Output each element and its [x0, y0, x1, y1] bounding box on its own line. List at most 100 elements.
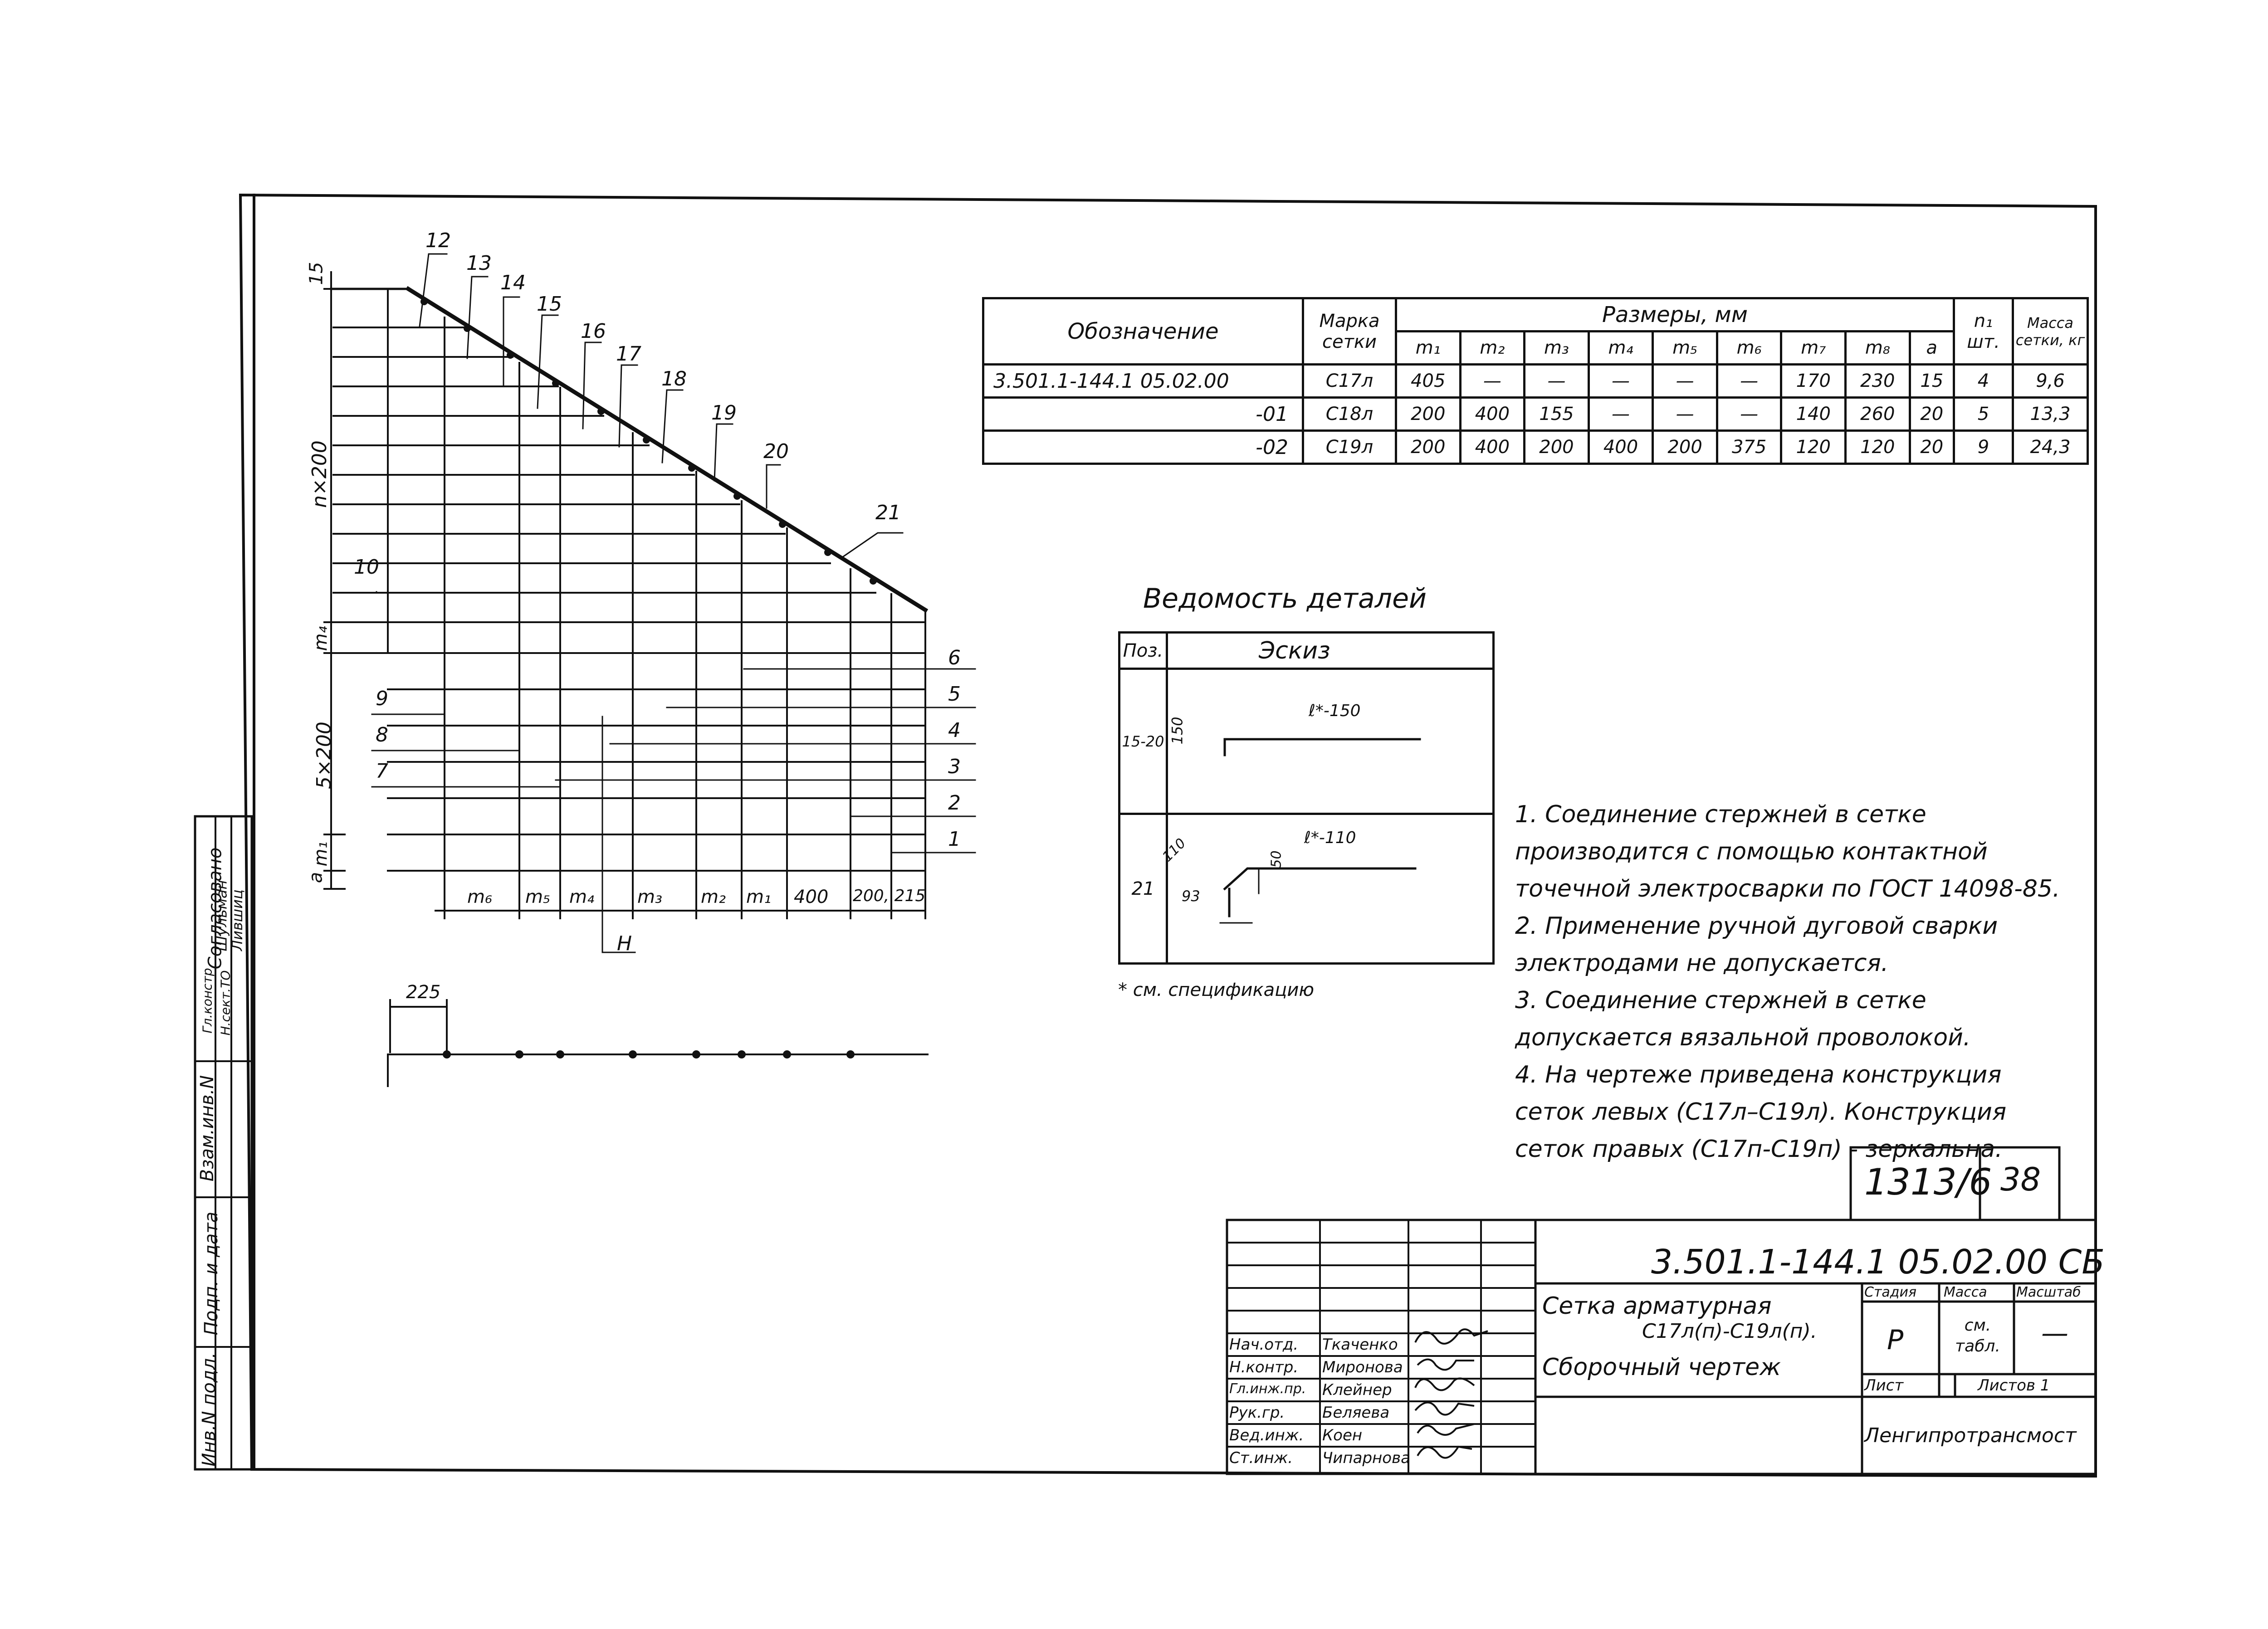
- sub-header: m₂: [1459, 330, 1526, 366]
- dim-length: ℓ*-110: [1304, 829, 1356, 847]
- side-label: Инв.N подл.: [198, 1352, 220, 1467]
- weld-dots: [420, 298, 877, 1058]
- staff-name: Беляева: [1322, 1404, 1390, 1422]
- pos-label: 17: [616, 342, 641, 366]
- pos-label: 15: [537, 293, 562, 316]
- bottom-dim: m₂: [701, 887, 726, 907]
- note-line: допускается вязальной проволокой.: [1515, 1024, 1971, 1051]
- bottom-dim: m₃: [637, 887, 662, 907]
- approval-name: Шульман: [213, 880, 230, 951]
- scale-value: —: [2041, 1317, 2068, 1349]
- dim-m4: m₄: [310, 626, 332, 651]
- detail-sketch: 150 ℓ*-150: [1166, 668, 1495, 815]
- col-n: n₁ шт.: [1953, 297, 2014, 366]
- bottom-dim: m₄: [569, 887, 594, 907]
- pos-label: 20: [763, 440, 789, 463]
- sub-header: m₆: [1716, 330, 1783, 366]
- title-line: С17л(п)-С19л(п).: [1642, 1320, 1817, 1343]
- col-mass: Масса: [1944, 1284, 1987, 1300]
- sub-header: m₈: [1844, 330, 1911, 366]
- dim-5x200: 5×200: [312, 722, 336, 789]
- pos-label: 8: [376, 723, 388, 746]
- sub-header: a: [1908, 330, 1955, 366]
- album-number: 1313/6: [1864, 1161, 1992, 1203]
- note-line: производится с помощью контактной: [1515, 838, 1988, 865]
- dim-a: a: [305, 872, 327, 883]
- pos-label: 18: [661, 367, 687, 390]
- dim-base: 93: [1182, 888, 1200, 905]
- staff-name: Ткаченко: [1322, 1336, 1398, 1354]
- dim-length: ℓ*-150: [1309, 702, 1361, 720]
- pos-label: 9: [376, 687, 388, 710]
- detail-pos: 15-20: [1118, 668, 1168, 815]
- mass-value: см. табл.: [1955, 1316, 2000, 1356]
- col-sizes: Размеры, мм: [1395, 297, 1955, 332]
- col-mass: Масса сетки, кг: [2012, 297, 2089, 366]
- detail-sketch: 110 50 93 ℓ*-110: [1159, 813, 1495, 965]
- note-line: электродами не допускается.: [1515, 950, 1889, 977]
- note-line: 3. Соединение стержней в сетке: [1515, 987, 1926, 1014]
- dim-rise: 50: [1268, 850, 1285, 868]
- approval-role: Гл.констр: [200, 968, 215, 1034]
- staff-role: Ст.инж.: [1229, 1449, 1293, 1467]
- sheets-label: Листов 1: [1978, 1376, 2050, 1395]
- pos-label: 21: [875, 501, 901, 524]
- pos-label: 3: [948, 755, 961, 778]
- side-label: Подп. и дата: [201, 1211, 222, 1336]
- spec-table: Обозначение Марка сетки Размеры, мм n₁ ш…: [982, 297, 2089, 465]
- table-row: -02 С19л 200 400 200 400 200 375 120 120…: [982, 429, 2089, 465]
- pos-label: 6: [948, 646, 961, 669]
- title-line: Сборочный чертеж: [1542, 1354, 1781, 1381]
- staff-role: Нач.отд.: [1229, 1336, 1299, 1354]
- col-mark: Марка сетки: [1302, 297, 1397, 366]
- staff-name: Миронова: [1322, 1358, 1403, 1376]
- col-designation: Обозначение: [982, 297, 1304, 366]
- staff-name: Коен: [1322, 1426, 1363, 1444]
- document-code: 3.501.1-144.1 05.02.00 СБ: [1651, 1243, 2105, 1282]
- note-line: сеток левых (С17л–С19л). Конструкция: [1515, 1098, 2007, 1126]
- dim-225: 225: [406, 982, 441, 1003]
- staff-role: Вед.инж.: [1229, 1426, 1304, 1444]
- pos-label: 16: [581, 320, 606, 343]
- organization: Ленгипротрансмост: [1864, 1424, 2077, 1447]
- stage-value: Р: [1887, 1324, 1904, 1356]
- sub-header: m₅: [1652, 330, 1718, 366]
- side-label: Взам.инв.N: [197, 1075, 218, 1182]
- section-label: Н: [617, 932, 632, 955]
- note-line: точечной электросварки по ГОСТ 14098-85.: [1515, 875, 2060, 902]
- pos-label: 5: [948, 683, 961, 706]
- dim-n200: n×200: [308, 440, 331, 508]
- pos-label: 14: [500, 271, 526, 294]
- sub-header: m₁: [1395, 330, 1461, 366]
- col-scale: Масштаб: [2016, 1284, 2081, 1300]
- details-table: Поз. Эскиз 15-20 150 ℓ*-150 21 110 50 93…: [1118, 631, 1495, 965]
- note-line: 4. На чертеже приведена конструкция: [1515, 1061, 2002, 1088]
- table-row: -01 С18л 200 400 155 — — — 140 260 20 5 …: [982, 396, 2089, 432]
- pos-label: 10: [354, 556, 379, 579]
- note-line: 2. Применение ручной дуговой сварки: [1515, 912, 1998, 940]
- approval-name: Лившиц: [228, 889, 246, 951]
- bottom-dim: 400: [794, 887, 829, 907]
- pos-label: 1: [948, 828, 961, 851]
- detail-pos: 21: [1118, 813, 1168, 965]
- pos-label: 13: [466, 252, 492, 275]
- pos-label: 4: [948, 719, 961, 742]
- staff-name: Клейнер: [1322, 1381, 1392, 1399]
- staff-role: Гл.инж.пр.: [1229, 1381, 1306, 1397]
- pos-label: 12: [425, 229, 451, 252]
- staff-role: Н.контр.: [1229, 1358, 1299, 1376]
- staff-name: Чипарнова: [1322, 1449, 1410, 1467]
- note-line: 1. Соединение стержней в сетке: [1515, 801, 1926, 828]
- col-sketch: Эскиз: [1166, 631, 1495, 670]
- bottom-dim: m₅: [525, 887, 550, 907]
- staff-role: Рук.гр.: [1229, 1404, 1285, 1422]
- col-stage: Стадия: [1864, 1284, 1917, 1300]
- bottom-dim: m₆: [467, 887, 492, 907]
- dim-m1: m₁: [310, 841, 332, 867]
- details-footnote: * см. спецификацию: [1118, 980, 1315, 1000]
- notes: 1. Соединение стержней в сетке производи…: [1515, 796, 2073, 1168]
- pos-label: 2: [948, 791, 961, 814]
- sub-header: m₄: [1587, 330, 1654, 366]
- sub-header: m₃: [1523, 330, 1590, 366]
